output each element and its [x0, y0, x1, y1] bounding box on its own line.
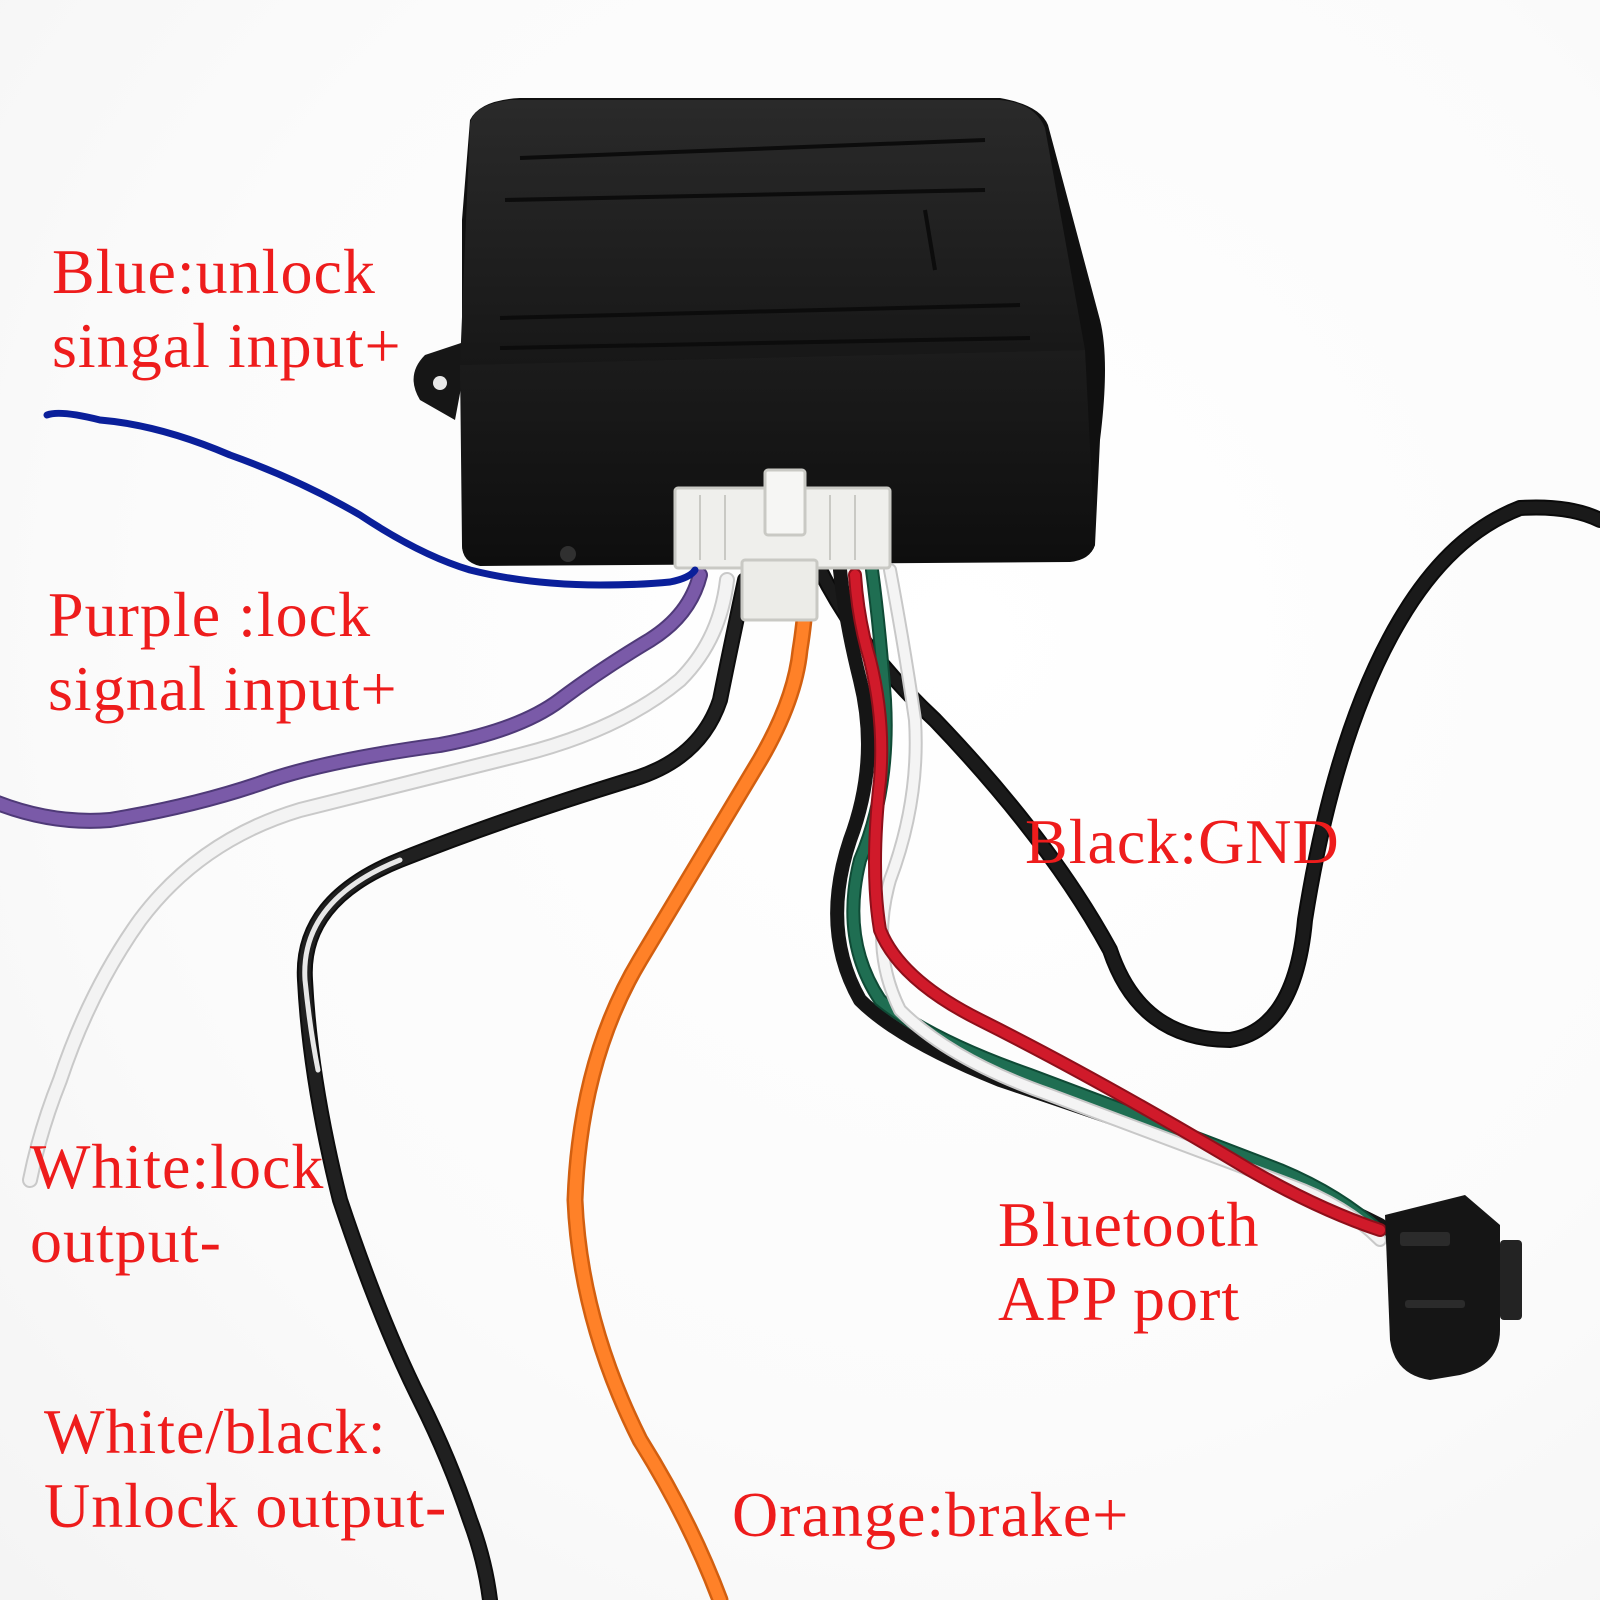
- label-bluetooth-port-line1: Bluetooth: [998, 1189, 1260, 1260]
- module-top: [460, 100, 1085, 365]
- wire-purple: [0, 567, 708, 829]
- label-black-gnd-line1: Black:GND: [1025, 806, 1340, 877]
- label-purple-lock: Purple :lock signal input+: [48, 578, 398, 726]
- status-led-hole: [560, 546, 576, 562]
- label-blue-unlock: Blue:unlock singal input+: [52, 235, 402, 383]
- label-orange-brake: Orange:brake+: [732, 1478, 1129, 1552]
- label-white-lock-line1: White:lock: [30, 1131, 325, 1202]
- wire-blue-drawn: [43, 409, 699, 589]
- wire-bluetooth-red: [848, 568, 1387, 1237]
- label-white-black-unlock-line2: Unlock output-: [44, 1470, 448, 1541]
- mounting-hole-left: [433, 376, 447, 390]
- label-purple-lock-line2: signal input+: [48, 653, 398, 724]
- wire-black-gnd: [812, 499, 1600, 1048]
- wire-bluetooth-black: [830, 563, 1387, 1232]
- label-white-lock-line2: output-: [30, 1205, 222, 1276]
- connector-latch: [763, 468, 807, 537]
- wire-harness: [0, 499, 1600, 1600]
- harness-connector: [673, 468, 892, 622]
- label-orange-brake-line1: Orange:brake+: [732, 1479, 1130, 1550]
- label-blue-unlock-line2: singal input+: [52, 310, 402, 381]
- control-module: [413, 98, 1105, 566]
- label-white-black-unlock: White/black: Unlock output-: [44, 1395, 447, 1543]
- label-black-gnd: Black:GND: [1025, 805, 1340, 879]
- label-purple-lock-line1: Purple :lock: [48, 579, 372, 650]
- module-ribs: [499, 138, 1031, 350]
- label-blue-unlock-line1: Blue:unlock: [52, 236, 376, 307]
- wire-white-black-unlock: [296, 572, 753, 1600]
- connector-lower-block: [740, 558, 819, 622]
- wire-white-lock: [22, 572, 735, 1188]
- bluetooth-port-plug: [1385, 1195, 1522, 1380]
- label-bluetooth-port: Bluetooth APP port: [998, 1188, 1259, 1336]
- label-white-black-unlock-line1: White/black:: [44, 1396, 387, 1467]
- label-white-lock: White:lock output-: [30, 1130, 324, 1278]
- module-front-face: [460, 350, 1095, 566]
- wire-orange: [566, 561, 817, 1600]
- label-bluetooth-port-line2: APP port: [998, 1263, 1241, 1334]
